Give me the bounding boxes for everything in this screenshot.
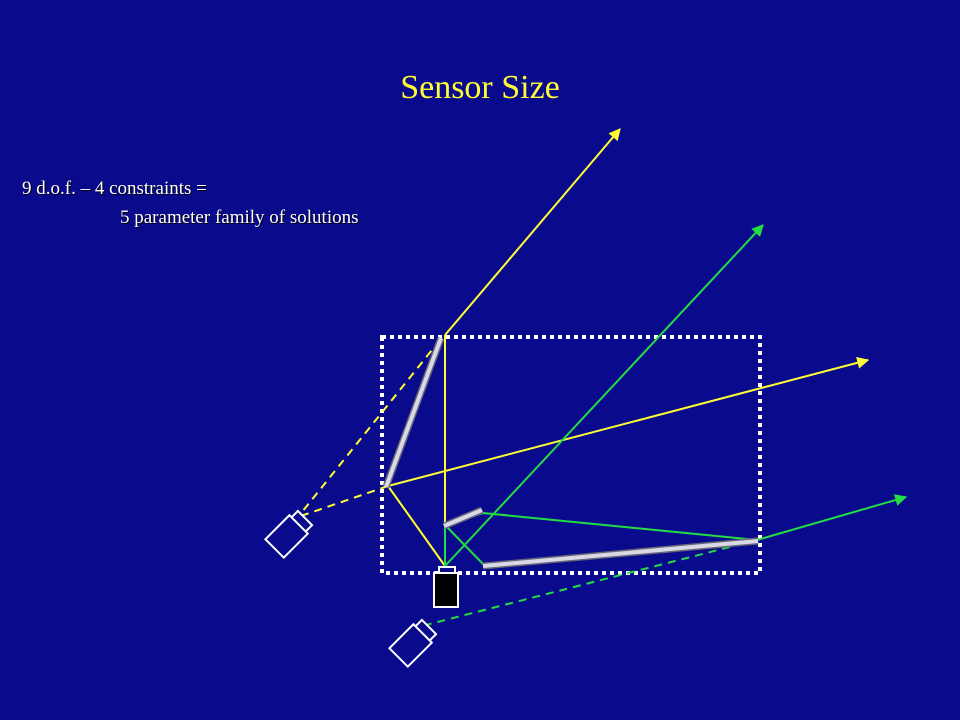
caption-line-1: 9 d.o.f. – 4 constraints = xyxy=(22,178,207,199)
yellow-ray-up xyxy=(444,128,621,336)
green-ray-out xyxy=(756,494,908,541)
green-ray-diagonal xyxy=(444,224,764,567)
green-virtual-ray xyxy=(421,539,758,627)
workspace-boundary xyxy=(380,335,762,575)
mirrors xyxy=(382,336,759,570)
mirror-bottom xyxy=(482,539,759,568)
green-ray-to-mirror xyxy=(482,512,758,541)
yellow-virtual-ray-2 xyxy=(297,485,389,518)
yellow-virtual-ray-1 xyxy=(297,339,441,518)
virtual-camera-yellow-icon xyxy=(263,509,314,560)
caption-line-2: 5 parameter family of solutions xyxy=(120,207,359,228)
green-ray-cross xyxy=(444,524,486,567)
sensor-camera-icon xyxy=(433,566,459,608)
virtual-camera-green-icon xyxy=(387,618,438,669)
yellow-ray-left xyxy=(387,485,446,567)
yellow-ray-right xyxy=(387,356,870,487)
caption: 9 d.o.f. – 4 constraints = 5 parameter f… xyxy=(22,174,359,232)
mirror-left xyxy=(384,337,443,488)
mirror-small xyxy=(443,508,483,528)
slide-title: Sensor Size xyxy=(400,69,560,106)
